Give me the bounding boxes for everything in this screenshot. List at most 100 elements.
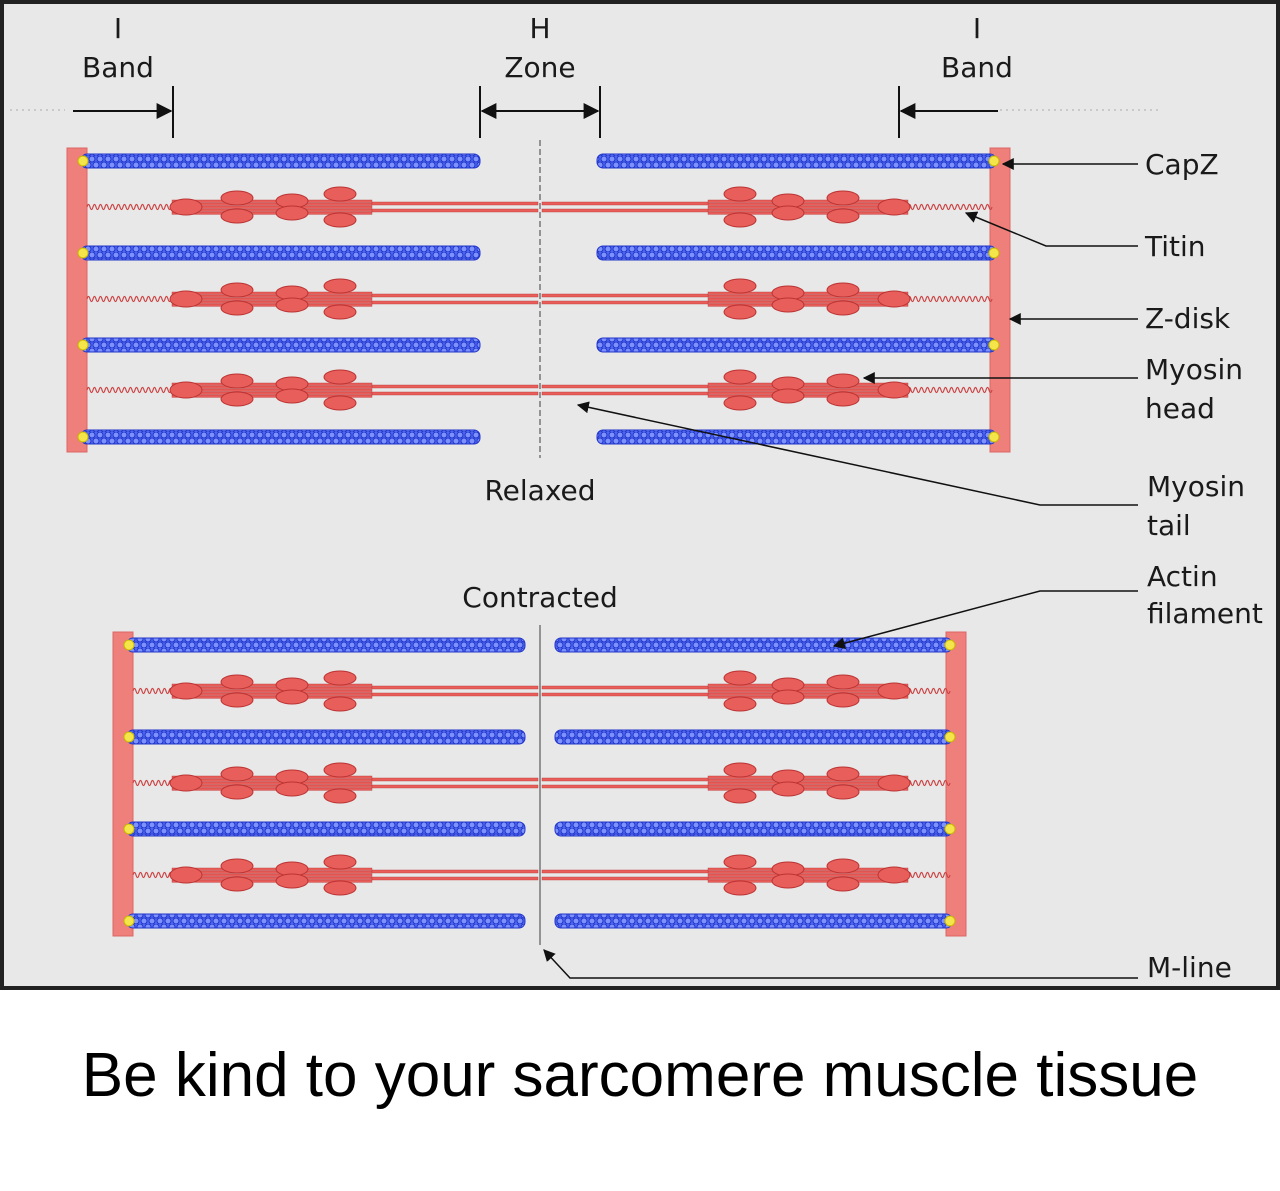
myosin-head <box>220 784 254 800</box>
myosin-head <box>275 205 309 221</box>
myosin-head <box>826 373 860 389</box>
meme-caption: Be kind to your sarcomere muscle tissue <box>81 1041 1199 1110</box>
myosin-head <box>877 682 911 700</box>
myosin-tail-label-2: tail <box>1147 509 1191 542</box>
myosin-tail-strand <box>171 692 373 696</box>
myosin-tail-strand <box>171 787 373 791</box>
myosin-head <box>826 784 860 800</box>
myosin-head <box>723 762 757 778</box>
titin-spring <box>907 871 951 879</box>
myosin-head <box>826 300 860 316</box>
myosin-head <box>826 190 860 206</box>
z-disk-left <box>66 147 88 453</box>
myosin-tail <box>541 208 709 213</box>
myosin-tail-strand <box>707 303 909 307</box>
myosin-tail <box>371 869 539 874</box>
i-band-right-label-1: I <box>973 12 981 45</box>
myosin-tail-strand <box>707 208 909 212</box>
capz-cap <box>77 431 89 443</box>
myosin-tail <box>371 293 539 298</box>
myosin-head <box>723 212 757 228</box>
myosin-tail <box>541 293 709 298</box>
myosin-head <box>826 282 860 298</box>
myosin-tail-label-1: Myosin <box>1147 470 1245 503</box>
myosin-tail-strand <box>171 199 373 203</box>
myosin-head <box>220 190 254 206</box>
myosin-head <box>771 873 805 889</box>
actin-filament <box>126 637 526 653</box>
myosin-tail-strand <box>707 867 909 871</box>
capz-label: CapZ <box>1145 148 1219 181</box>
myosin-tail-strand <box>707 784 909 788</box>
titin-spring <box>132 871 176 879</box>
myosin-tail-strand <box>171 879 373 883</box>
myosin-tail-strand <box>707 382 909 386</box>
contracted-label: Contracted <box>462 581 617 614</box>
myosin-tail <box>371 391 539 396</box>
myosin-head <box>323 854 357 870</box>
myosin-head <box>169 682 203 700</box>
capz-cap <box>944 731 956 743</box>
myosin-head <box>220 282 254 298</box>
myosin-head <box>220 858 254 874</box>
myosin-head <box>771 781 805 797</box>
myosin-head <box>323 395 357 411</box>
z-disk-right <box>945 631 967 937</box>
myosin-head <box>771 388 805 404</box>
myosin-tail <box>541 391 709 396</box>
actin-filament-label-1: Actin <box>1147 560 1218 593</box>
myosin-head <box>877 774 911 792</box>
myosin-head <box>723 395 757 411</box>
capz-cap <box>77 339 89 351</box>
actin-filament <box>80 153 481 169</box>
actin-filament <box>554 913 953 929</box>
myosin-head <box>169 381 203 399</box>
titin-spring <box>907 295 993 303</box>
myosin-tail <box>541 201 709 206</box>
myosin-head <box>877 381 911 399</box>
myosin-head <box>826 876 860 892</box>
titin-spring <box>907 779 951 787</box>
myosin-tail-strand <box>171 382 373 386</box>
myosin-head <box>323 304 357 320</box>
capz-cap <box>988 339 1000 351</box>
capz-cap <box>988 247 1000 259</box>
myosin-tail-strand <box>707 695 909 699</box>
myosin-tail <box>541 692 709 697</box>
actin-filament <box>554 821 953 837</box>
myosin-head <box>877 198 911 216</box>
capz-cap <box>77 155 89 167</box>
actin-filament <box>126 821 526 837</box>
myosin-head-label-2: head <box>1145 392 1215 425</box>
myosin-head <box>275 873 309 889</box>
myosin-tail-strand <box>171 291 373 295</box>
myosin-head <box>323 788 357 804</box>
titin-label: Titin <box>1144 230 1206 263</box>
myosin-head <box>323 369 357 385</box>
actin-filament <box>80 429 481 445</box>
myosin-tail-strand <box>171 695 373 699</box>
actin-filament <box>126 913 526 929</box>
myosin-tail <box>371 685 539 690</box>
actin-filament <box>596 337 997 353</box>
myosin-head <box>323 880 357 896</box>
myosin-tail-strand <box>171 867 373 871</box>
myosin-head <box>323 212 357 228</box>
capz-cap <box>988 431 1000 443</box>
myosin-head <box>169 198 203 216</box>
myosin-tail <box>541 784 709 789</box>
myosin-head <box>826 858 860 874</box>
myosin-head <box>220 391 254 407</box>
actin-filament <box>554 729 953 745</box>
myosin-head <box>275 781 309 797</box>
myosin-tail-strand <box>707 391 909 395</box>
h-zone-label-1: H <box>529 12 550 45</box>
actin-filament <box>80 245 481 261</box>
myosin-head-label-1: Myosin <box>1145 353 1243 386</box>
myosin-head <box>275 689 309 705</box>
capz-cap <box>944 915 956 927</box>
myosin-tail <box>371 784 539 789</box>
capz-cap <box>123 823 135 835</box>
h-zone-label-2: Zone <box>504 51 575 84</box>
myosin-head <box>169 866 203 884</box>
